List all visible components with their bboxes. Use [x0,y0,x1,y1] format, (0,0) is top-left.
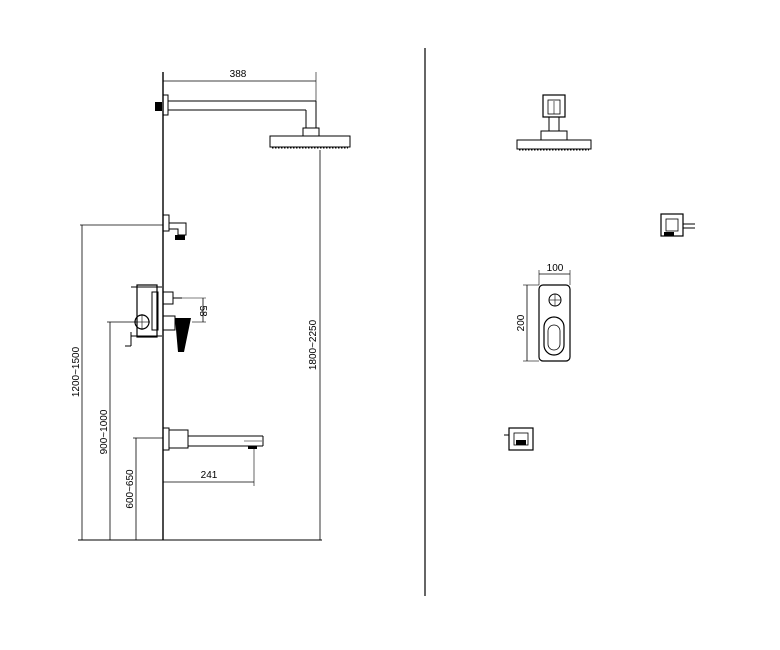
mixer-body [125,284,162,347]
dimension-label-spout-projection: 241 [201,470,218,481]
dimension-label-side-outlet-height: 1200~1500 [71,346,82,397]
dimension-side-outlet-height: 1200~1500 [71,224,163,540]
dimension-label-handle-offset: 58 [197,305,208,317]
dimension-plate-height: 200 [516,284,539,362]
dimension-mixer-height: 900~1000 [99,321,136,540]
dimension-shower-head-height: 1800~2250 [308,150,321,540]
mixer-lever [175,318,191,352]
front-view: 100 200 [504,94,695,451]
dimension-spout-height: 600~650 [125,437,163,540]
dimension-label-plate-width: 100 [547,263,564,274]
mixer-handle [162,291,191,352]
side-elevation: 388 1800~2250 1200~1500 [71,69,351,541]
dimension-label-arm-length: 388 [230,69,247,80]
shower-head-front [516,94,592,151]
dimension-handle-offset: 58 [182,297,208,323]
dimension-spout-projection: 241 [163,449,255,486]
dimension-arm-length: 388 [163,69,317,101]
dimension-label-plate-height: 200 [516,314,527,331]
shower-arm [155,94,320,137]
tub-spout-front [504,427,534,451]
side-outlet-front [660,213,695,237]
dimension-label-spout-height: 600~650 [125,469,136,509]
mixer-plate-front [538,284,571,362]
tub-spout [162,427,264,451]
dimension-plate-width: 100 [538,263,571,285]
shower-head [269,135,351,149]
dimension-label-shower-head-height: 1800~2250 [308,319,319,370]
dimension-label-mixer-height: 900~1000 [99,409,110,454]
side-outlet [162,214,187,240]
